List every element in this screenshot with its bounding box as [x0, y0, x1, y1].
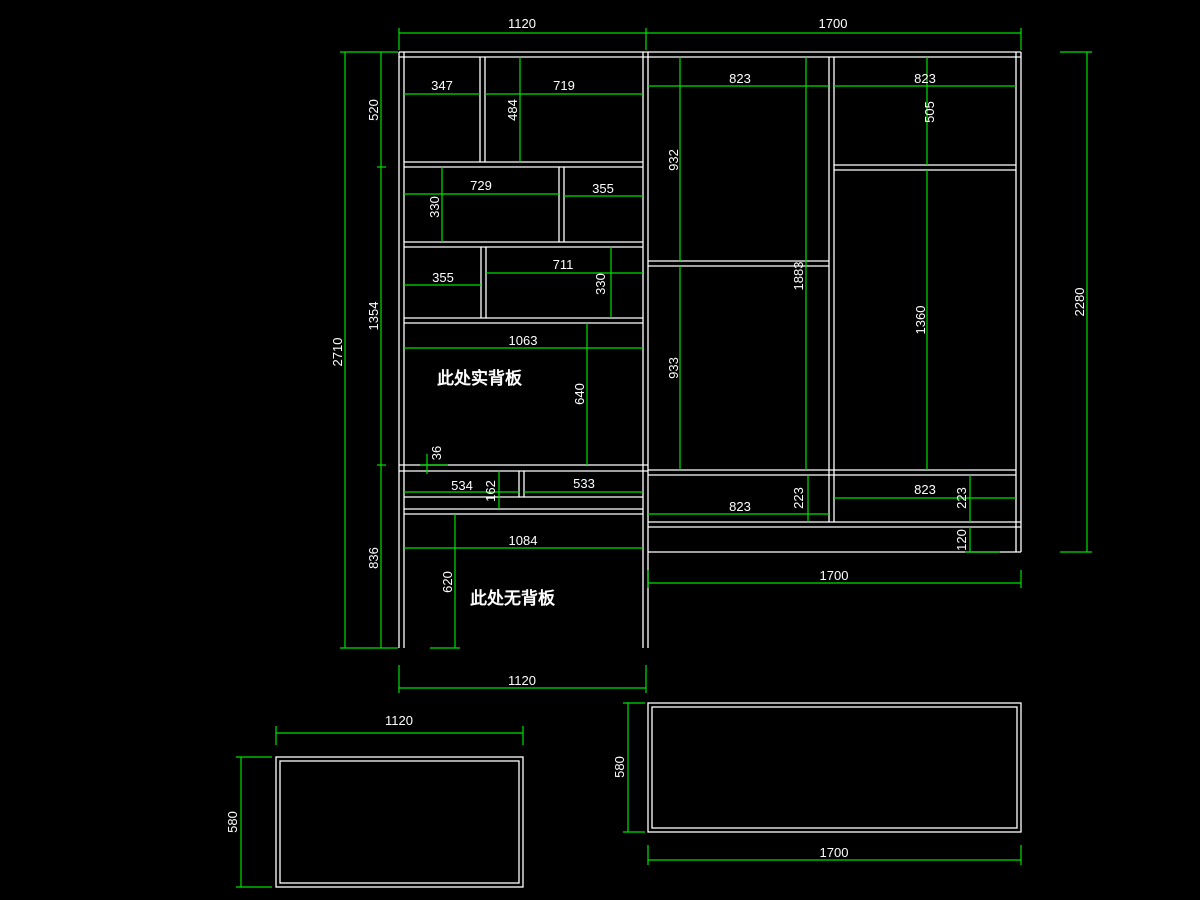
dim-right-total-height: 2280: [1072, 288, 1087, 317]
dim-cell-534: 534: [451, 478, 473, 493]
dim-cell-719: 719: [553, 78, 575, 93]
dim-right-223-b: 223: [954, 487, 969, 509]
dim-left-upper-height: 520: [366, 99, 381, 121]
dim-cell-355-upper: 355: [592, 181, 614, 196]
dim-cell-729: 729: [470, 178, 492, 193]
dim-right-823-b: 823: [914, 71, 936, 86]
dimension-labels: 1120 1700 2710 520 1354 836 2280 347 719…: [225, 16, 1087, 860]
dim-left-bottom-width: 1120: [508, 673, 536, 688]
dim-cell-355-lower: 355: [432, 270, 454, 285]
dim-right-823-d: 823: [914, 482, 936, 497]
plan-view-right: [647, 702, 1022, 833]
dim-cell-36: 36: [429, 446, 444, 460]
dim-top-left-width: 1120: [508, 16, 536, 31]
dim-plan-right-width: 1700: [820, 845, 849, 860]
dimension-lines: [236, 28, 1092, 888]
dim-top-right-width: 1700: [819, 16, 848, 31]
dim-right-505: 505: [922, 101, 937, 123]
dim-cell-1084: 1084: [509, 533, 538, 548]
cabinet-panels: [398, 51, 1022, 648]
note-no-back-panel: 此处无背板: [470, 588, 556, 609]
dim-right-823-c: 823: [729, 499, 751, 514]
dim-cell-711: 711: [553, 257, 574, 272]
dim-right-1360: 1360: [913, 306, 928, 335]
dim-plan-left-width: 1120: [385, 713, 413, 728]
dim-left-lower-height: 836: [366, 547, 381, 569]
dim-cell-484: 484: [505, 99, 520, 121]
dim-plan-left-depth: 580: [225, 811, 240, 833]
dim-cell-533: 533: [573, 476, 595, 491]
dim-cell-347: 347: [431, 78, 453, 93]
dim-cell-162: 162: [483, 480, 498, 502]
dim-cell-330-right: 330: [593, 273, 608, 295]
annotations: 此处实背板 此处无背板: [437, 368, 556, 609]
dim-right-223-a: 223: [791, 487, 806, 509]
dim-right-933: 933: [666, 357, 681, 379]
note-solid-back-panel: 此处实背板: [437, 368, 523, 389]
dim-cell-330-left: 330: [427, 196, 442, 218]
dim-cell-640: 640: [572, 383, 587, 405]
dim-cell-1063: 1063: [509, 333, 538, 348]
dim-cell-620: 620: [440, 571, 455, 593]
dim-right-1883: 1883: [791, 262, 806, 291]
dim-left-mid-height: 1354: [366, 302, 381, 331]
dim-left-total-height: 2710: [330, 338, 345, 367]
dim-plan-right-depth: 580: [612, 756, 627, 778]
dim-right-823-a: 823: [729, 71, 751, 86]
dim-right-bottom-width: 1700: [820, 568, 849, 583]
dim-right-120: 120: [954, 529, 969, 551]
plan-view-left: [275, 756, 524, 888]
dim-right-932: 932: [666, 149, 681, 171]
